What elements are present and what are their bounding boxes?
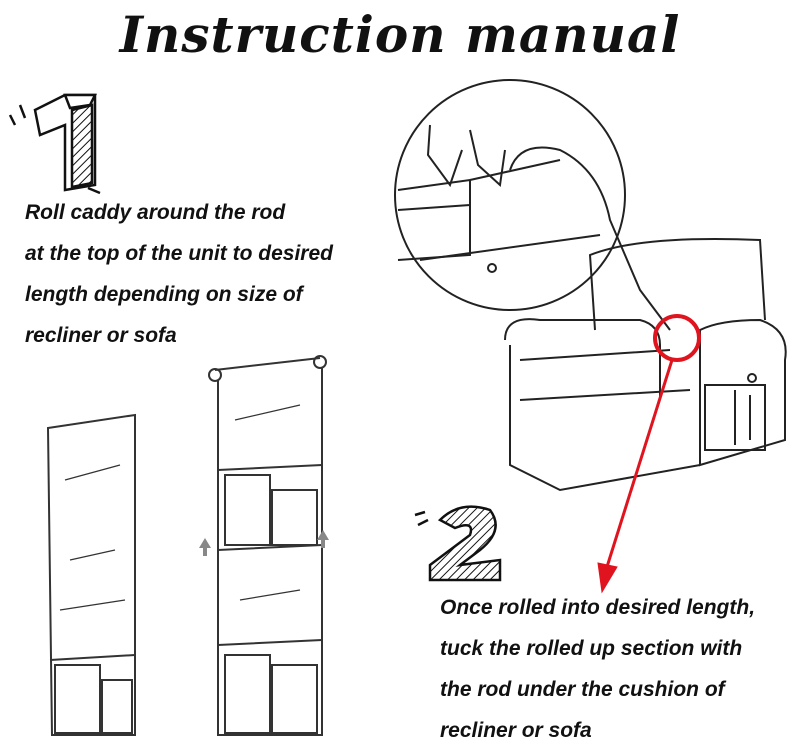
highlight-arrow (597, 314, 701, 594)
caddy-rolled-drawing (208, 355, 327, 736)
step-1-instructions: Roll caddy around the rod at the top of … (25, 192, 333, 356)
step-2-number-icon (414, 505, 502, 582)
armchair-drawing (504, 238, 787, 492)
magnified-detail-drawing (394, 79, 671, 331)
step-1-number-icon (8, 93, 101, 195)
step-1-line: length depending on size of (25, 283, 303, 306)
page-title: Instruction manual (119, 5, 681, 64)
step-2-line: the rod under the cushion of (440, 678, 725, 701)
step-2-line: recliner or sofa (440, 719, 592, 742)
step-1-line: at the top of the unit to desired (25, 242, 333, 265)
step-1-line: recliner or sofa (25, 324, 177, 347)
step-2-line: tuck the rolled up section with (440, 637, 743, 660)
step-2-instructions: Once rolled into desired length, tuck th… (440, 587, 755, 751)
caddy-unrolled-drawing (46, 413, 136, 736)
step-1-line: Roll caddy around the rod (25, 201, 286, 224)
up-arrow-icon (199, 530, 329, 556)
step-2-line: Once rolled into desired length, (440, 596, 756, 619)
